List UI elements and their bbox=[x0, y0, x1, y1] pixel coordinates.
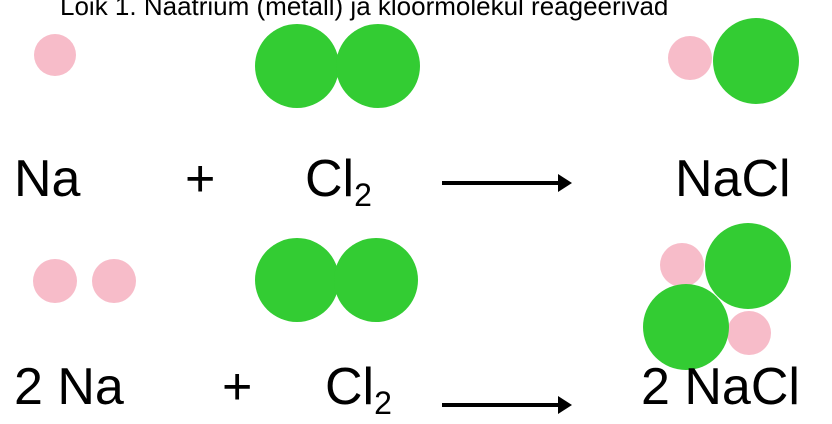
reaction-arrow-icon bbox=[442, 396, 572, 414]
reactant-chlorine: Cl2 bbox=[325, 358, 392, 421]
sodium-atom bbox=[33, 259, 77, 303]
product-sodium-chloride: 2 NaCl bbox=[641, 358, 800, 416]
chlorine-symbol: Cl bbox=[325, 358, 375, 416]
reactant-chlorine: Cl2 bbox=[305, 150, 372, 213]
sodium-atom bbox=[727, 311, 771, 355]
chlorine-atom bbox=[334, 238, 418, 322]
reactant-sodium: Na bbox=[14, 150, 81, 208]
sodium-atom bbox=[92, 259, 136, 303]
reaction-arrow-icon bbox=[442, 174, 572, 192]
plus-sign: + bbox=[222, 358, 253, 416]
chlorine-atom bbox=[705, 223, 791, 309]
chlorine-atom bbox=[643, 284, 729, 370]
plus-sign: + bbox=[185, 150, 216, 208]
chlorine-symbol: Cl bbox=[305, 150, 355, 208]
reactant-sodium: 2 Na bbox=[14, 358, 124, 416]
sodium-atom bbox=[668, 36, 712, 80]
slide-title: Lõik 1. Naatrium (metall) ja kloormoleku… bbox=[60, 0, 669, 21]
sodium-atom bbox=[660, 243, 704, 287]
chlorine-subscript: 2 bbox=[374, 385, 392, 421]
product-sodium-chloride: NaCl bbox=[675, 150, 791, 208]
chlorine-atom bbox=[255, 238, 339, 322]
chlorine-subscript: 2 bbox=[354, 177, 372, 213]
chlorine-atom bbox=[713, 18, 799, 104]
sodium-atom bbox=[34, 34, 76, 76]
chlorine-atom bbox=[336, 24, 420, 108]
chlorine-atom bbox=[255, 24, 339, 108]
